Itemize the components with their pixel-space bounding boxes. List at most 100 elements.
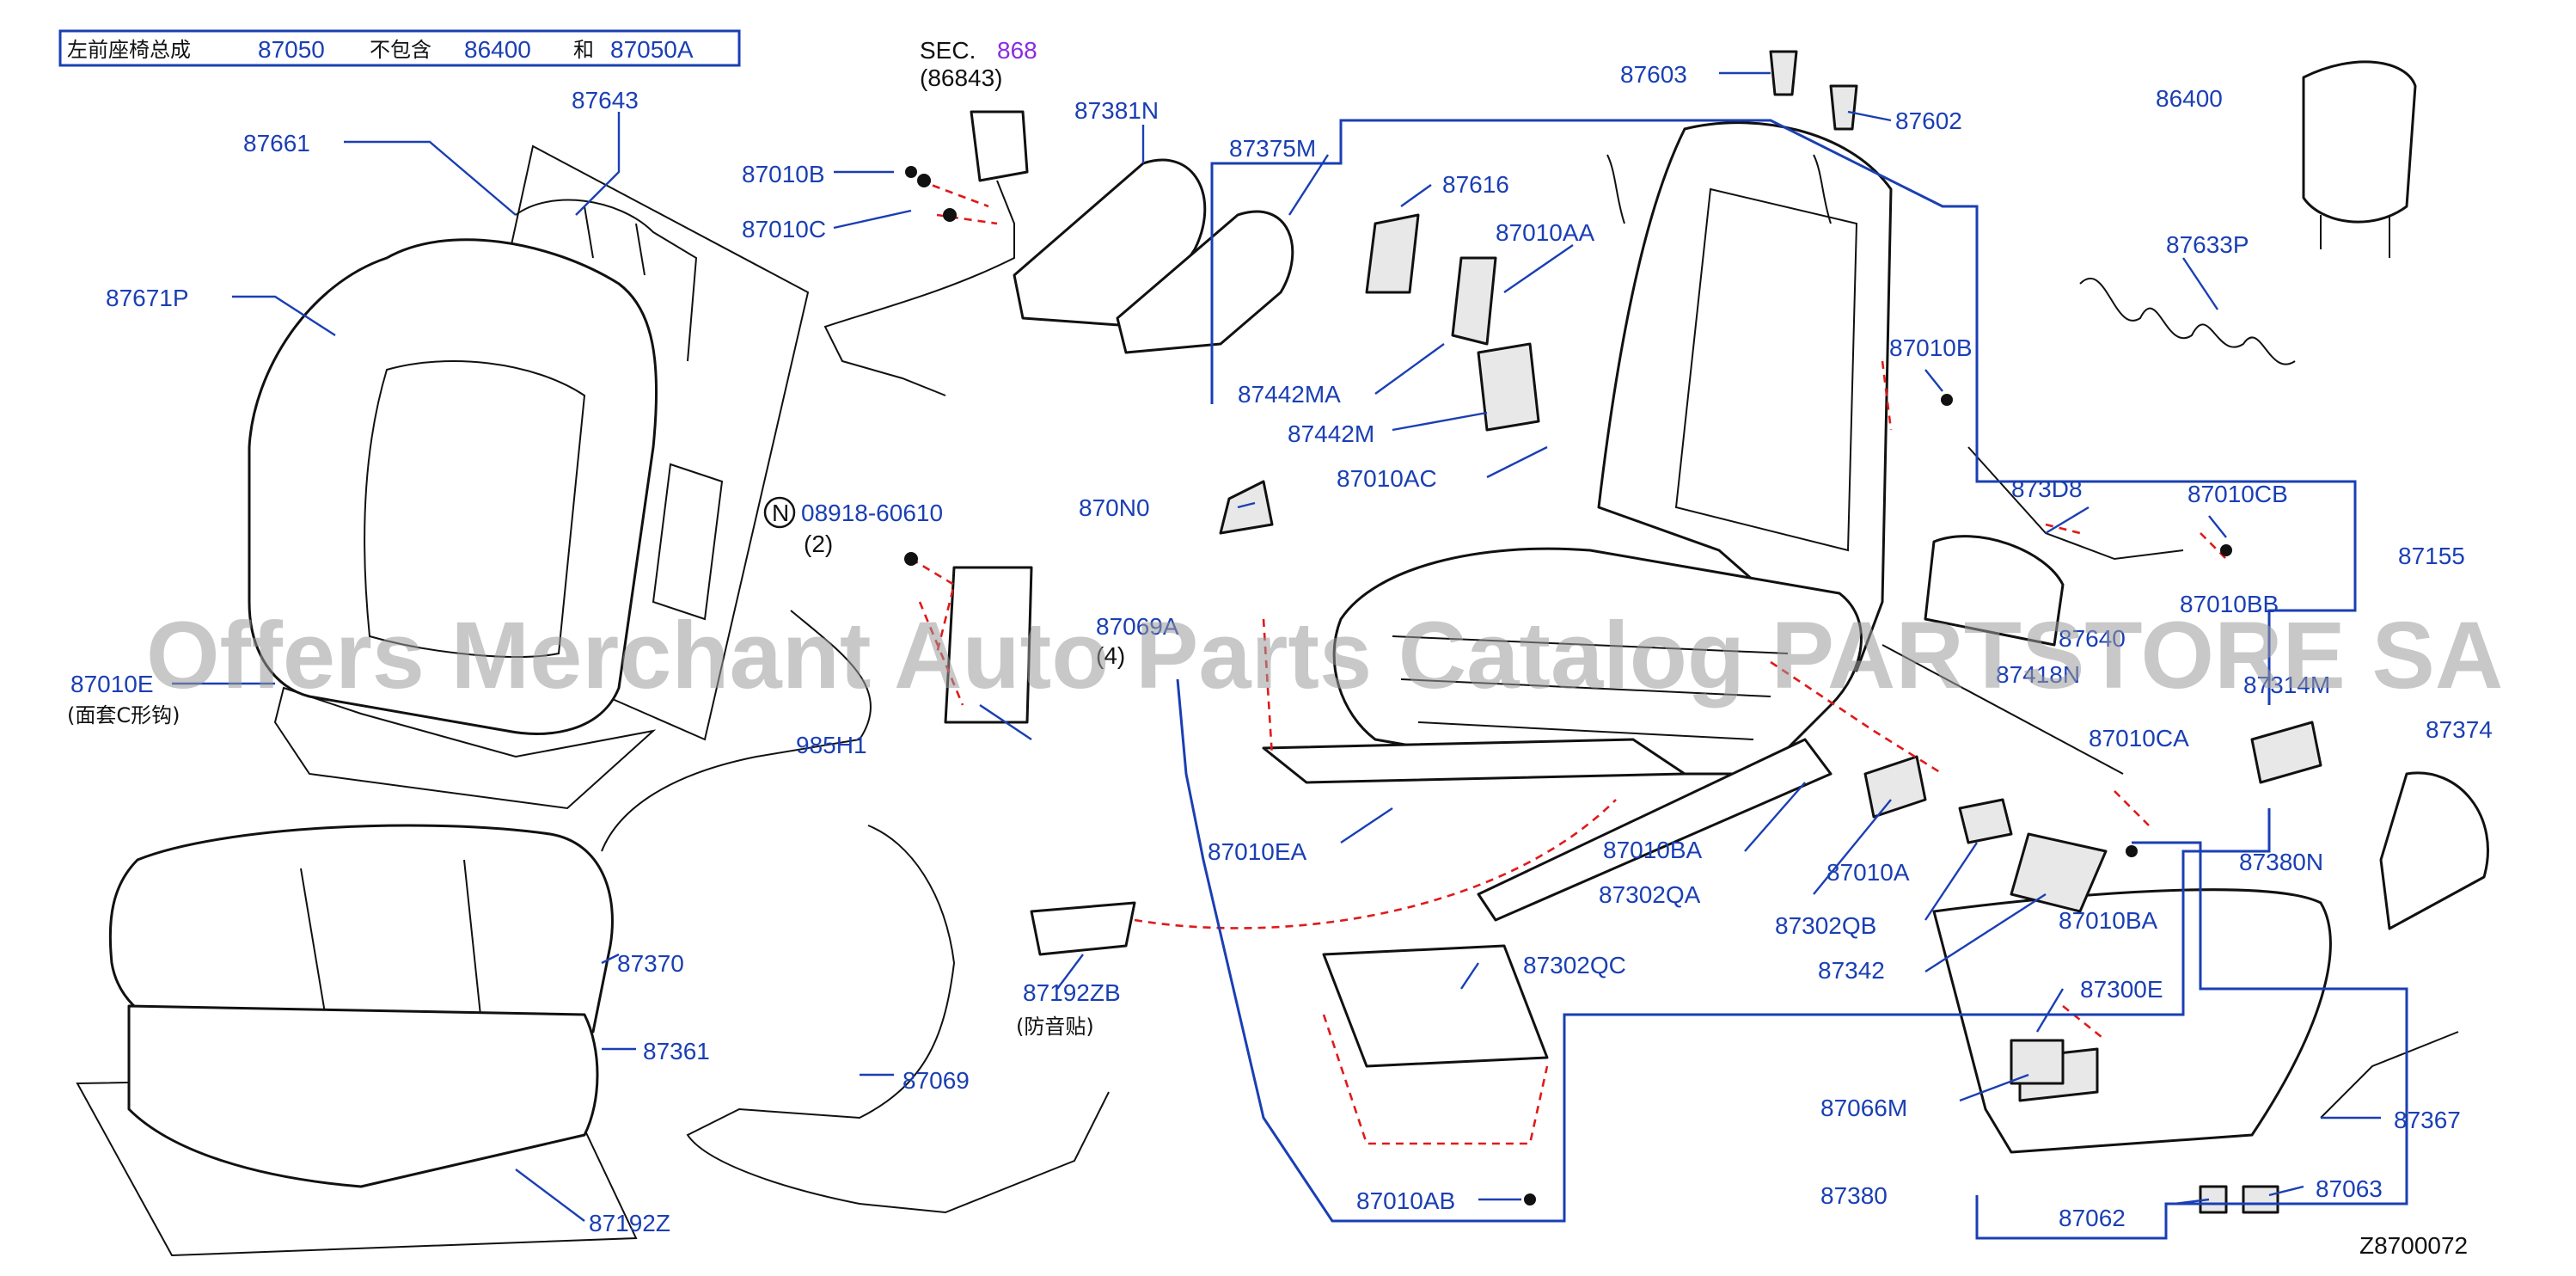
seat-cushion-assembly <box>76 824 638 1257</box>
bolt-line-87010BA <box>2045 523 2081 535</box>
callout-87192ZB[interactable]: 87192ZB <box>1023 979 1121 1006</box>
leader-87370 <box>601 953 620 965</box>
header-box: 左前座椅总成 87050 不包含 86400 和 87050A <box>58 29 741 67</box>
callout-87375M[interactable]: 87375M <box>1229 135 1316 162</box>
header-exclusion-label: 不包含 <box>370 38 431 62</box>
seatback-cover-shape <box>248 238 658 735</box>
bracket-87314M-shape <box>2250 721 2322 784</box>
callout-87361[interactable]: 87361 <box>643 1038 710 1064</box>
leader-87010C <box>833 209 912 230</box>
callout-87066M[interactable]: 87066M <box>1820 1095 1907 1121</box>
callout-87010C[interactable]: 87010C <box>742 216 826 242</box>
harness-87367-wire <box>2320 1031 2459 1119</box>
callout-87010AA[interactable]: 87010AA <box>1496 219 1595 246</box>
leader-87192ZB <box>1056 954 1084 990</box>
callout-87302QC[interactable]: 87302QC <box>1523 952 1626 978</box>
callout-87063[interactable]: 87063 <box>2316 1175 2383 1202</box>
headrest-guide-right <box>1813 154 1832 224</box>
notice-n-letter: N <box>772 500 789 526</box>
callout-870N0[interactable]: 870N0 <box>1079 494 1150 521</box>
callout-87314M[interactable]: 87314M <box>2243 672 2330 698</box>
motor-87442MA-shape <box>1451 256 1497 346</box>
callout-87342[interactable]: 87342 <box>1818 957 1885 984</box>
callout-87010BB[interactable]: 87010BB <box>2180 591 2279 617</box>
callout-87671P[interactable]: 87671P <box>106 285 189 311</box>
callout-87380N[interactable]: 87380N <box>2239 849 2323 875</box>
callout-87418N[interactable]: 87418N <box>1996 661 2080 688</box>
callout-873D8[interactable]: 873D8 <box>2011 475 2083 502</box>
nut-87010B <box>905 166 917 178</box>
sec-number-link[interactable]: 868 <box>997 37 1037 64</box>
callout-87010CB[interactable]: 87010CB <box>2187 481 2288 507</box>
bolt-line-87010B <box>1881 360 1893 431</box>
callout-87155[interactable]: 87155 <box>2398 543 2465 569</box>
callout-87633P[interactable]: 87633P <box>2166 231 2249 258</box>
seatback-side-pad <box>652 463 724 621</box>
callout-87010B-a[interactable]: 87010B <box>742 161 825 187</box>
callout-87300E[interactable]: 87300E <box>2080 976 2163 1003</box>
callout-08918-60610[interactable]: 08918-60610 <box>801 500 943 526</box>
bolt-line-87300E <box>2062 1004 2107 1042</box>
callout-87602[interactable]: 87602 <box>1895 107 1962 134</box>
headrest-parts <box>1769 50 2417 365</box>
callout-87010A[interactable]: 87010A <box>1826 859 1910 886</box>
callout-87640[interactable]: 87640 <box>2059 625 2126 652</box>
callout-87380[interactable]: 87380 <box>1820 1182 1888 1209</box>
callout-87010BA-b[interactable]: 87010BA <box>2059 907 2158 934</box>
callout-87370[interactable]: 87370 <box>617 950 684 977</box>
callout-87374[interactable]: 87374 <box>2426 716 2493 743</box>
sec-subcode: (86843) <box>920 64 1003 91</box>
callout-87616[interactable]: 87616 <box>1442 171 1509 198</box>
seatback-trim-cover <box>248 144 810 810</box>
headrest-guide-tubes <box>584 206 646 276</box>
callout-87442M[interactable]: 87442M <box>1288 420 1374 447</box>
callout-87367[interactable]: 87367 <box>2394 1107 2461 1133</box>
headrest-guide-87602-shape <box>1829 84 1858 131</box>
callout-87010BA-a[interactable]: 87010BA <box>1603 837 1703 863</box>
callout-87643[interactable]: 87643 <box>572 87 639 113</box>
callout-87010E[interactable]: 87010E <box>70 671 154 697</box>
header-part-87050A[interactable]: 87050A <box>610 36 694 63</box>
callout-87603[interactable]: 87603 <box>1620 61 1687 88</box>
seatback-frame-wire <box>515 199 698 362</box>
header-part-86400[interactable]: 86400 <box>464 36 531 63</box>
switch-87616-shape <box>1365 213 1420 294</box>
headrest-stays <box>2320 215 2390 258</box>
header-part-87050[interactable]: 87050 <box>258 36 325 63</box>
header-frame <box>58 29 741 67</box>
callout-87010EA[interactable]: 87010EA <box>1208 838 1307 865</box>
insulator-87192ZB-shape <box>1030 901 1136 956</box>
callout-87010AB[interactable]: 87010AB <box>1356 1187 1455 1214</box>
callout-985H1[interactable]: 985H1 <box>796 732 867 758</box>
callout-87442MA[interactable]: 87442MA <box>1238 381 1341 408</box>
wire-harnesses <box>601 552 1110 1214</box>
rod-87418N <box>1882 644 2124 775</box>
knob-87063-shape <box>2242 1185 2279 1214</box>
callout-87192ZB-note: (防音贴) <box>1016 1015 1094 1039</box>
slide-rail-right-shape <box>1477 738 1833 922</box>
callout-labels: 87643 87661 87671P 87010E (面套C形钩) 87010B… <box>67 61 2493 1236</box>
callout-87381N[interactable]: 87381N <box>1074 97 1159 124</box>
callout-87302QB[interactable]: 87302QB <box>1775 912 1876 939</box>
callout-87010CA[interactable]: 87010CA <box>2089 725 2189 751</box>
bolt-line-87069A <box>1262 618 1274 758</box>
section-reference: SEC. 868 (86843) <box>920 37 1037 91</box>
callout-87062[interactable]: 87062 <box>2059 1205 2126 1231</box>
leader-87661 <box>344 140 517 216</box>
nut-87010BA <box>2126 845 2138 857</box>
leader-87010EA <box>1340 807 1393 844</box>
cover-87374-shape <box>2379 771 2489 930</box>
leader-87616 <box>1400 184 1432 207</box>
callout-86400[interactable]: 86400 <box>2156 85 2223 112</box>
callout-87192Z[interactable]: 87192Z <box>589 1210 670 1236</box>
callout-87661[interactable]: 87661 <box>243 130 310 156</box>
callout-87010B-b[interactable]: 87010B <box>1889 334 1973 361</box>
callout-87010AC[interactable]: 87010AC <box>1337 465 1437 492</box>
callout-87069[interactable]: 87069 <box>903 1067 970 1094</box>
route-87380N <box>1975 841 2408 1240</box>
bracket-87302QB-shape <box>1958 798 2013 844</box>
routing-lines <box>1176 119 2408 1240</box>
callout-87302QA[interactable]: 87302QA <box>1599 881 1701 908</box>
callout-87069A[interactable]: 87069A <box>1096 613 1179 640</box>
leader-87302QC <box>1460 962 1479 990</box>
